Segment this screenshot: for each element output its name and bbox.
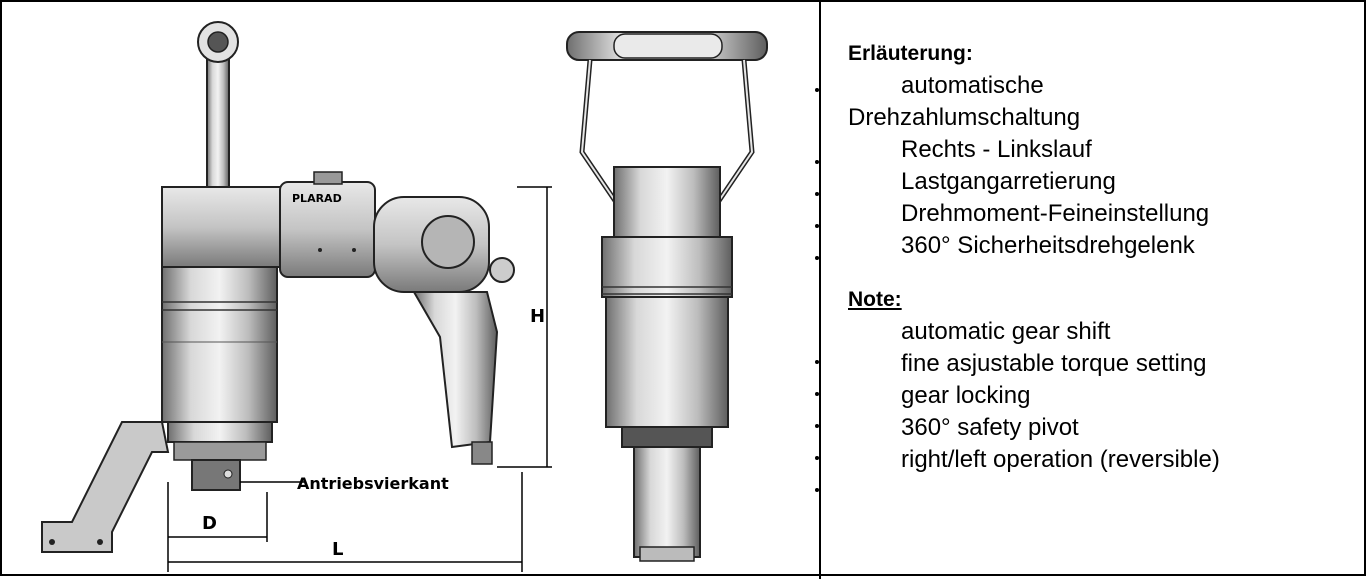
feature-de: Lastgangarretierung [901, 168, 1116, 195]
label-depth: D [202, 513, 217, 534]
gear-cylinder [161, 266, 278, 423]
feature-en: right/left operation (reversible) [901, 446, 1220, 473]
dimension-lines [167, 186, 552, 572]
feature-de: Rechts - Linkslauf [901, 136, 1092, 163]
notes-panel: Erläuterung: automatische Drehzahlumscha… [848, 38, 1348, 476]
column-divider [819, 0, 821, 579]
front-reaction-arm [633, 446, 701, 558]
feature-en: gear locking [901, 382, 1031, 409]
pistol-grip [412, 291, 499, 449]
torque-wrench-illustration: PLARAD [41, 21, 768, 572]
heading-english: Note: [848, 288, 902, 311]
upper-housing [161, 186, 293, 268]
reaction-arm [41, 421, 170, 553]
feature-en: 360° safety pivot [901, 414, 1079, 441]
bullet-marker [815, 488, 819, 492]
feature-de: Drehmoment-Feineinstellung [901, 200, 1210, 227]
bullet-marker [815, 360, 819, 364]
bullet-marker [815, 88, 819, 92]
bullet-marker [815, 256, 819, 260]
bullet-marker [815, 392, 819, 396]
brand-label: PLARAD [292, 192, 342, 205]
label-drive-square: Antriebsvierkant [297, 474, 449, 493]
tool-drawing: PLARAD [2, 2, 818, 577]
bullet-marker [815, 424, 819, 428]
bullet-marker [815, 192, 819, 196]
label-height: H [530, 306, 545, 327]
heading-german: Erläuterung: [848, 42, 973, 65]
feature-en: automatic gear shift [901, 318, 1111, 345]
bullet-marker [815, 224, 819, 228]
feature-de: Drehzahlumschaltung [848, 104, 1081, 131]
feature-de: 360° Sicherheitsdrehgelenk [901, 232, 1195, 259]
front-view [566, 31, 768, 562]
side-view: PLARAD [41, 21, 552, 572]
label-length: L [332, 539, 343, 560]
feature-en: fine asjustable torque setting [901, 350, 1207, 377]
bullet-marker [815, 456, 819, 460]
feature-de: automatische [901, 72, 1044, 99]
drive-square [191, 459, 241, 491]
bullet-marker [815, 160, 819, 164]
